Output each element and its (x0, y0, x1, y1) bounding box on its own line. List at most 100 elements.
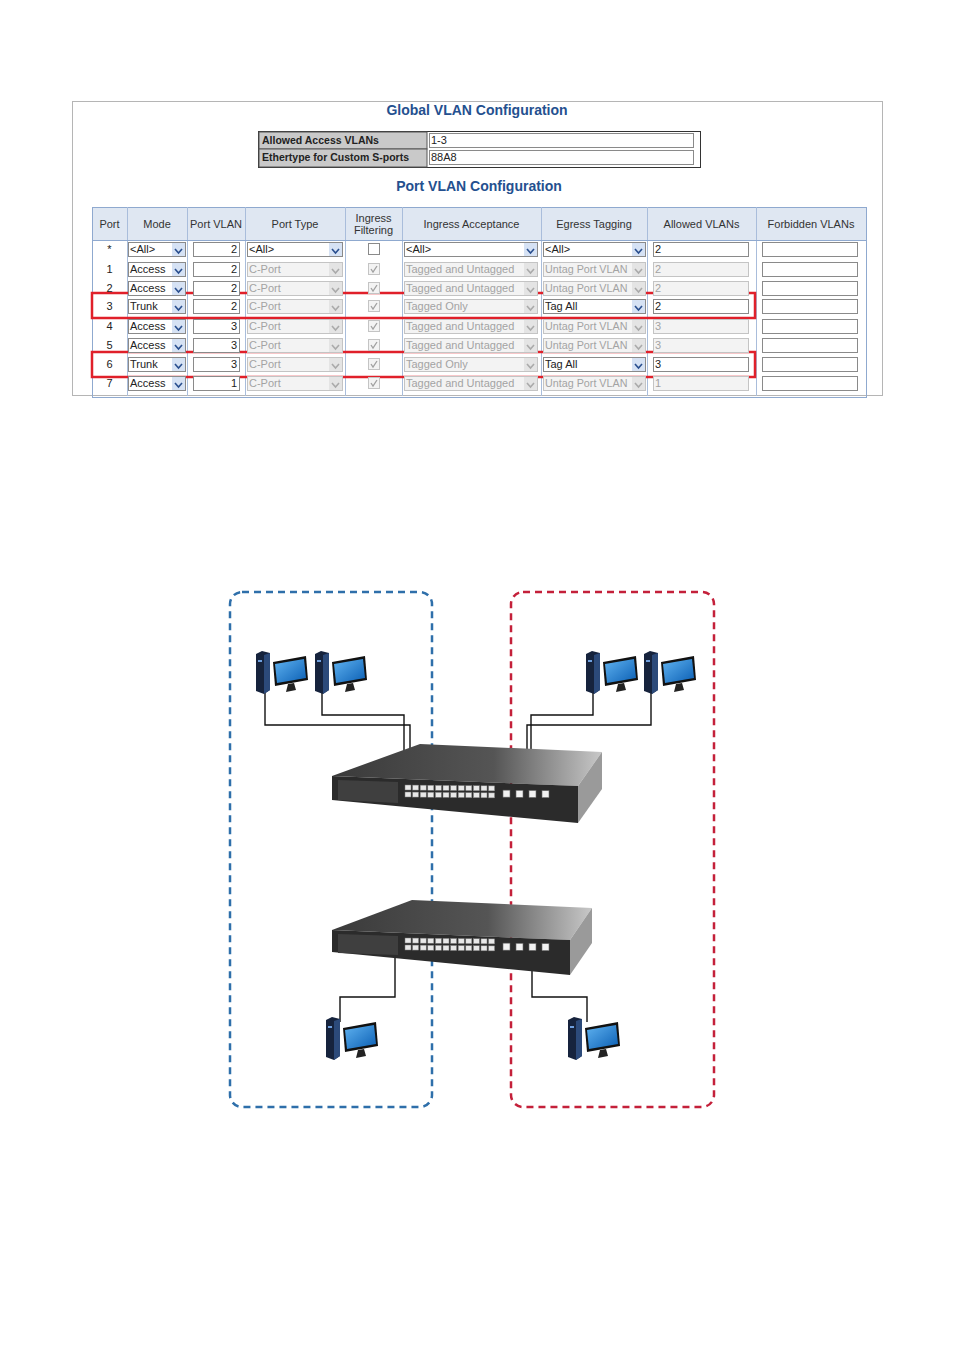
text-input (653, 262, 749, 277)
column-rule (187, 207, 188, 396)
select-value: Trunk (128, 357, 170, 372)
text-input (653, 281, 749, 296)
text-run: Access (130, 339, 165, 351)
port-number: 4 (92, 319, 127, 333)
text-run: Untag Port VLAN (545, 264, 627, 276)
checkbox (368, 300, 380, 312)
dropdown-arrow (632, 243, 645, 256)
select-value: Access (128, 319, 170, 334)
text-run: Tagged Only (406, 300, 468, 312)
text-run: C-Port (249, 320, 281, 332)
text-run: Untag Port VLAN (545, 321, 627, 333)
dropdown-arrow (172, 339, 185, 352)
input-value: 3 (653, 319, 747, 334)
pc-icon (315, 651, 367, 694)
text-run: 2 (231, 263, 237, 275)
table-border (93, 208, 867, 398)
switch (332, 900, 592, 975)
checkbox (368, 282, 380, 294)
dropdown-arrow (632, 282, 645, 295)
select-value: <All> (404, 242, 522, 257)
text-run: 2 (655, 243, 661, 255)
select-value: Tag All (543, 357, 630, 372)
select-value: Untag Port VLAN (543, 319, 630, 334)
select-value: Tagged Only (404, 299, 522, 314)
text-run: Access (130, 377, 165, 389)
select-value: Access (128, 262, 170, 277)
select-value: C-Port (247, 338, 327, 353)
text-run: Untag Port VLAN (545, 283, 627, 295)
text-input (653, 299, 749, 314)
text-run: Tagged and Untagged (406, 263, 514, 275)
dropdown-arrow (329, 339, 342, 352)
text-run: 2 (231, 282, 237, 294)
text-run: Trunk (130, 358, 158, 370)
label-cell (259, 132, 427, 149)
port-table (92, 207, 867, 398)
text-run: Tagged and Untagged (406, 377, 514, 389)
select-value: Untag Port VLAN (543, 262, 630, 277)
dropdown-arrow (172, 263, 185, 276)
text-run: <All> (406, 243, 431, 255)
text-run: <All> (249, 243, 274, 255)
text-run: * (107, 243, 111, 255)
text-input (762, 299, 858, 314)
checkbox (368, 339, 380, 351)
panel-title: Global VLAN Configuration (72, 103, 882, 118)
column-rule (245, 207, 246, 396)
select-value: C-Port (247, 299, 327, 314)
dropdown-arrow (329, 243, 342, 256)
text-run: Access (130, 320, 165, 332)
text-run: 2 (231, 243, 237, 255)
input-value: 1 (193, 376, 240, 391)
text-run: 3 (231, 339, 237, 351)
setting-value: 1-3 (429, 133, 691, 148)
text-run: 3 (106, 300, 112, 312)
text-input (653, 319, 749, 334)
column-header: Ingress Acceptance (402, 209, 541, 239)
text-run: 2 (655, 282, 661, 294)
checkbox (368, 358, 380, 370)
dropdown-arrow (524, 358, 537, 371)
text-run: 3 (231, 320, 237, 332)
select-value: <All> (247, 242, 327, 257)
column-header: Port (92, 209, 127, 239)
text-input (762, 357, 858, 372)
column-header: Forbidden VLANs (756, 209, 866, 239)
select-value: Tagged and Untagged (404, 281, 522, 296)
text-run: Access (130, 282, 165, 294)
text-run: 2 (655, 300, 661, 312)
dropdown-arrow (329, 358, 342, 371)
switch (332, 744, 602, 823)
pc-icon (326, 1017, 378, 1060)
text-run: Ethertype for Custom S-ports (262, 152, 409, 164)
checkbox (368, 377, 380, 389)
select-value: <All> (543, 242, 630, 257)
text-input (762, 262, 858, 277)
dropdown-arrow (172, 320, 185, 333)
select-value: Tagged and Untagged (404, 319, 522, 334)
setting-label: Ethertype for Custom S-ports (262, 150, 425, 165)
select-value: C-Port (247, 262, 327, 277)
input-value: 2 (653, 299, 747, 314)
dropdown-arrow (329, 300, 342, 313)
text-run: Port VLAN Configuration (396, 179, 562, 194)
text-run: Tagged and Untagged (406, 282, 514, 294)
text-run: <All> (130, 243, 155, 255)
text-run: C-Port (249, 300, 281, 312)
select-value: Access (128, 338, 170, 353)
input-value: 2 (193, 262, 240, 277)
text-input (653, 242, 749, 257)
dropdown-arrow (524, 243, 537, 256)
port-number: 7 (92, 376, 127, 390)
column-header: Allowed VLANs (647, 209, 756, 239)
text-run: 2 (106, 282, 112, 294)
port-number: 1 (92, 262, 127, 276)
text-run: 3 (655, 358, 661, 370)
input-value: 2 (193, 281, 240, 296)
select-value: Tagged and Untagged (404, 376, 522, 391)
text-run: C-Port (249, 339, 281, 351)
pc-icon (644, 651, 696, 694)
dropdown-arrow (172, 358, 185, 371)
text-run: 1 (231, 377, 237, 389)
